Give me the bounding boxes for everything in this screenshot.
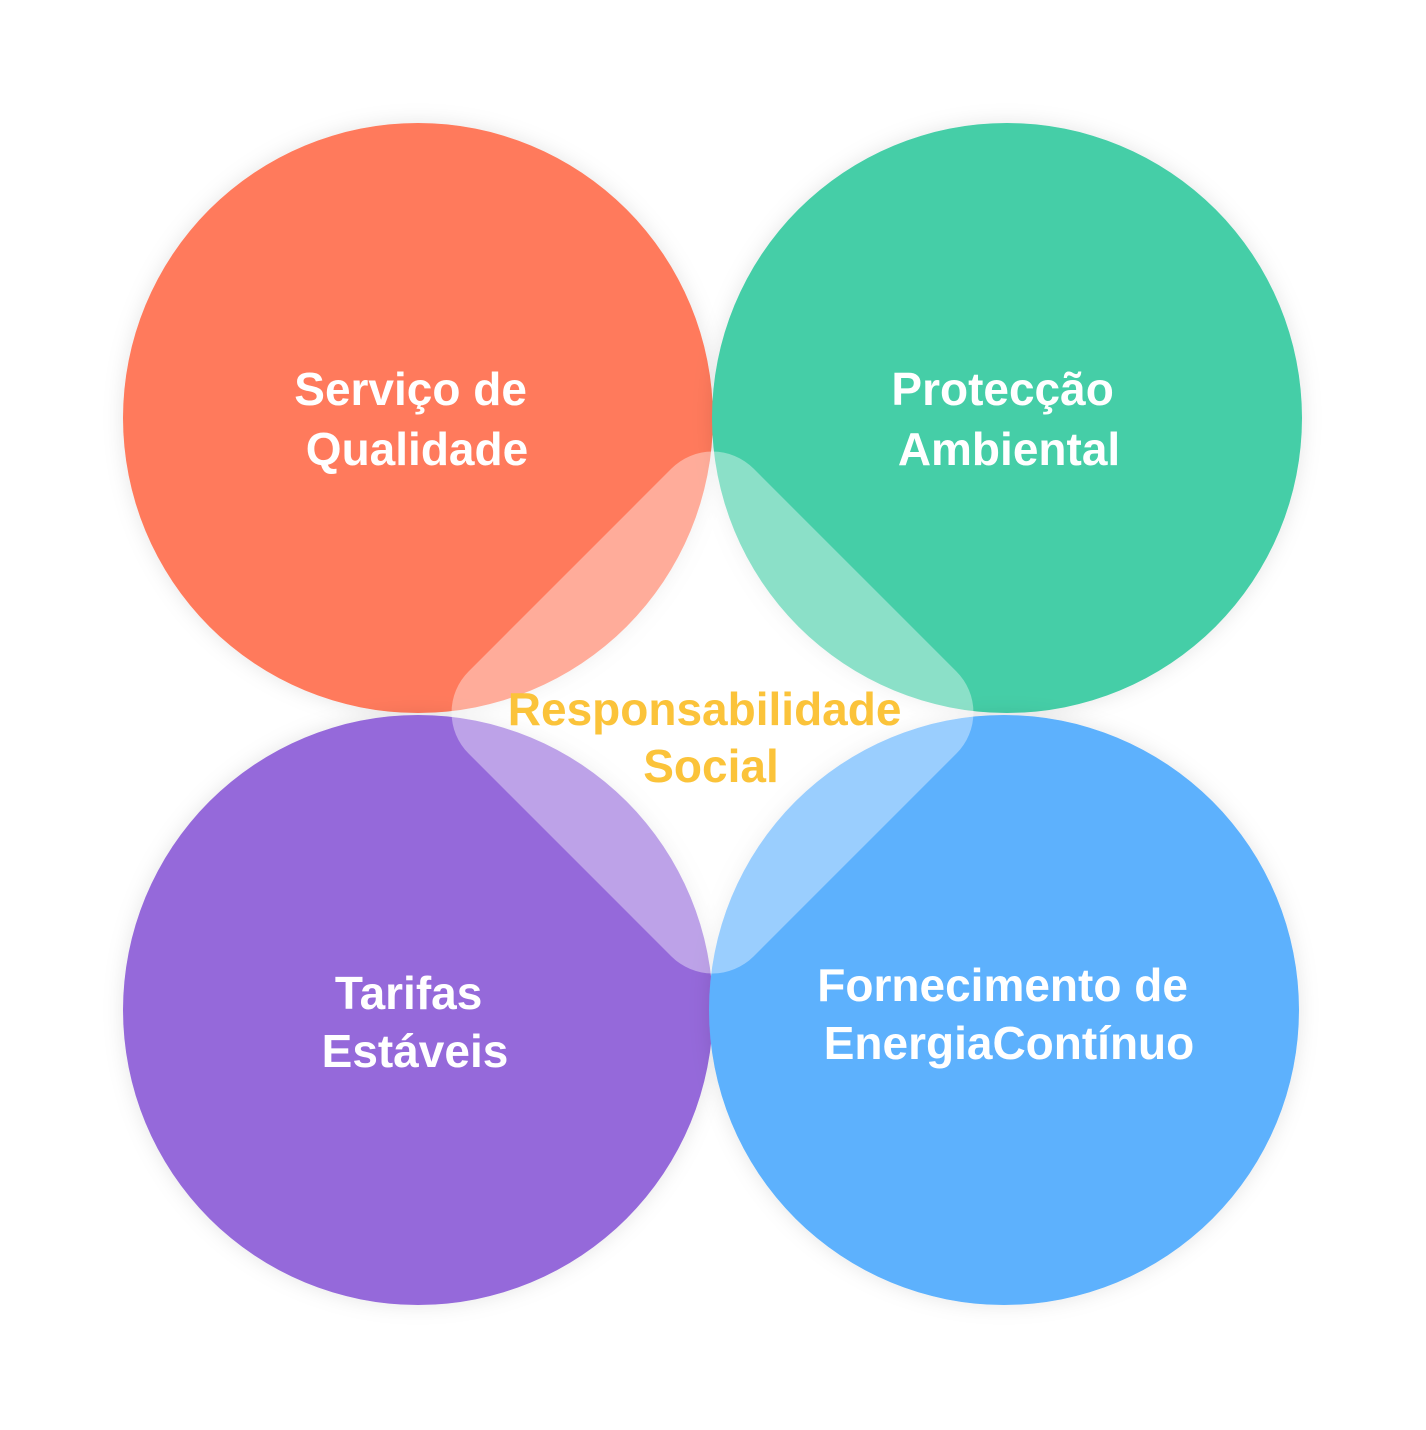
overlap-layer bbox=[451, 451, 974, 974]
label-line: Serviço de bbox=[294, 363, 527, 415]
circle-protecção-ambiental bbox=[712, 123, 1302, 713]
label-line: Estáveis bbox=[322, 1025, 509, 1077]
circle-fornecimento-de-energia bbox=[709, 715, 1299, 1305]
label-line: Social bbox=[643, 740, 779, 792]
labels-layer: Serviço de Qualidade Protecção Ambiental… bbox=[294, 363, 1200, 1077]
label-line: Fornecimento de bbox=[817, 959, 1188, 1011]
label-serviço-de-qualidade: Serviço de Qualidade bbox=[294, 363, 539, 475]
label-protecção-ambiental: Protecção Ambiental bbox=[891, 363, 1126, 475]
label-line: Ambiental bbox=[898, 423, 1120, 475]
overlap-diamond bbox=[451, 451, 974, 974]
label-fornecimento-de-energia: Fornecimento de EnergiaContínuo bbox=[817, 959, 1200, 1069]
label-line: Protecção bbox=[891, 363, 1113, 415]
label-line: Responsabilidade bbox=[508, 683, 902, 735]
label-line: Tarifas bbox=[335, 967, 482, 1019]
label-line: Qualidade bbox=[306, 423, 528, 475]
circle-tarifas-estáveis bbox=[123, 715, 713, 1305]
label-line: EnergiaContínuo bbox=[824, 1017, 1195, 1069]
circles-layer bbox=[123, 123, 1302, 1305]
label-tarifas-estáveis: Tarifas Estáveis bbox=[322, 967, 509, 1077]
label-responsabilidade-social: Responsabilidade Social bbox=[508, 683, 914, 792]
circle-serviço-de-qualidade bbox=[123, 123, 713, 713]
